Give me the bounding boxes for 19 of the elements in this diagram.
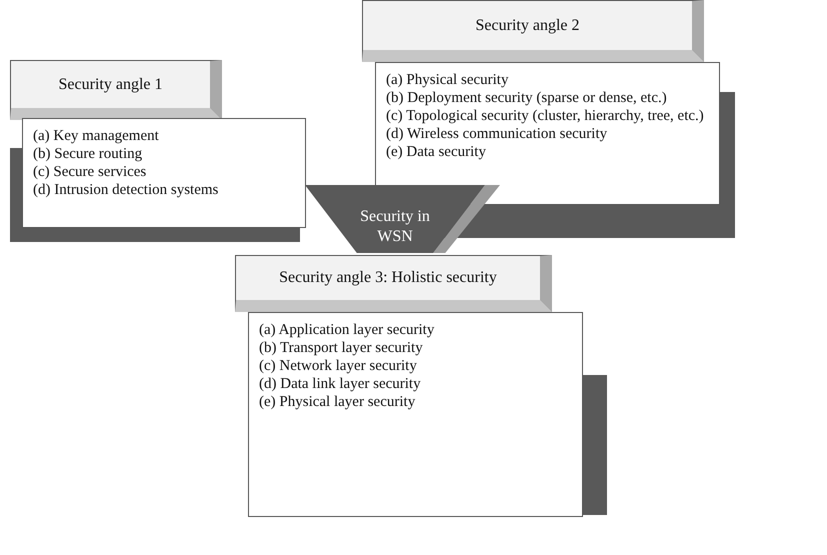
list-item: (a) Physical security — [386, 71, 508, 89]
triangle-label: Security in WSN — [359, 207, 431, 247]
list-item: (e) Physical layer security — [259, 393, 416, 411]
list-item: (d) Wireless communication security — [386, 125, 608, 143]
card-heading: Security angle 1 — [10, 60, 222, 120]
list-item: (c) Secure services — [33, 163, 146, 181]
list-item: (c) Network layer security — [259, 357, 417, 375]
list-item: (a) Application layer security — [259, 321, 434, 339]
list-item: (b) Transport layer security — [259, 339, 423, 357]
card-heading: Security angle 3: Holistic security — [235, 255, 552, 312]
list-item: (b) Secure routing — [33, 145, 142, 163]
inverted-triangle — [305, 185, 500, 253]
list-item: (d) Intrusion detection systems — [33, 181, 218, 199]
list-item: (e) Data security — [386, 143, 486, 161]
list-item: (c) Topological security (cluster, hierarchy, tree, etc.) — [386, 107, 704, 125]
list-item: (d) Data link layer security — [259, 375, 421, 393]
list-item: (b) Deployment security (sparse or dense, etc.) — [386, 89, 667, 107]
card-heading: Security angle 2 — [362, 0, 704, 62]
list-item: (a) Key management — [33, 127, 159, 145]
